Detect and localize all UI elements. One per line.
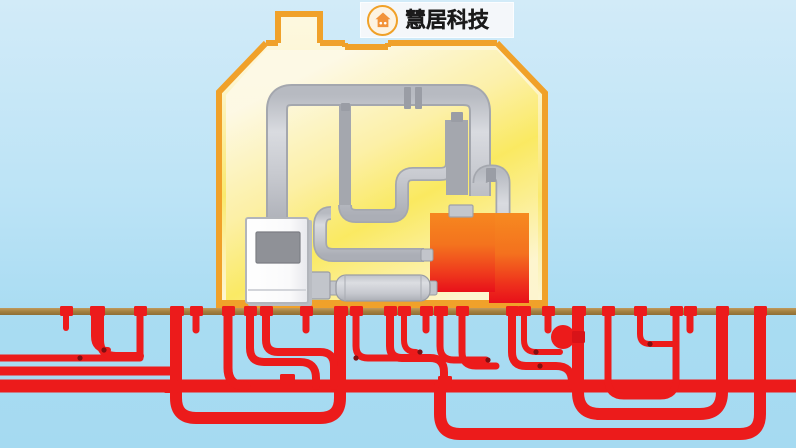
cabinet-display[interactable] bbox=[255, 231, 301, 264]
buffer-tank-body bbox=[335, 274, 431, 302]
loop-c1 bbox=[352, 308, 404, 362]
valve-dot-5 bbox=[485, 357, 491, 363]
heat-pump-top-flange bbox=[448, 204, 474, 218]
house-outline bbox=[216, 11, 548, 308]
valve-dot-2 bbox=[101, 347, 107, 353]
circulation-pump-body[interactable] bbox=[551, 325, 575, 349]
brand-logo-text: 慧居科技 bbox=[405, 7, 489, 32]
loop-c5 bbox=[458, 308, 500, 370]
loop-far-right-deep bbox=[434, 306, 766, 440]
brand-logo-badge[interactable]: 慧居科技 bbox=[361, 3, 513, 37]
loop-right-big-u bbox=[572, 306, 728, 420]
loop-c2 bbox=[386, 308, 448, 390]
loop-l3 bbox=[246, 308, 320, 390]
loop-l4 bbox=[262, 308, 338, 390]
tee-3 bbox=[438, 376, 452, 388]
house-floor-strip bbox=[219, 300, 545, 310]
valve-dot-4 bbox=[417, 349, 423, 355]
loop-right-small-u bbox=[604, 308, 680, 400]
valve-dot-1 bbox=[77, 355, 83, 361]
tee-2 bbox=[280, 374, 295, 384]
tee-1 bbox=[164, 380, 178, 393]
heat-pump-front-block bbox=[430, 213, 495, 292]
loop-l2 bbox=[223, 307, 251, 391]
loop-r3 bbox=[637, 309, 679, 347]
loop-c4 bbox=[436, 308, 490, 364]
valve-dot-7 bbox=[537, 363, 543, 369]
loop-c3 bbox=[401, 309, 419, 355]
tee-4 bbox=[596, 409, 609, 420]
heat-pump-back-panel bbox=[489, 213, 529, 303]
valve-dot-3 bbox=[353, 355, 359, 361]
heat-pump-unit[interactable] bbox=[430, 213, 529, 303]
house-in-circle-icon bbox=[367, 4, 398, 36]
control-cabinet[interactable] bbox=[245, 217, 312, 306]
house-glyph-svg bbox=[374, 12, 391, 28]
ground-loop-piping bbox=[0, 306, 796, 440]
pipe-joint-bands bbox=[341, 87, 496, 182]
ground-entry-caps bbox=[60, 306, 767, 316]
loop-fittings bbox=[77, 325, 653, 420]
loop-left-big-u bbox=[170, 306, 346, 424]
pump-flange bbox=[572, 331, 585, 343]
heat-pump-side-port bbox=[420, 248, 434, 262]
valve-dot-6 bbox=[533, 349, 539, 355]
valve-dot-8 bbox=[647, 341, 653, 347]
